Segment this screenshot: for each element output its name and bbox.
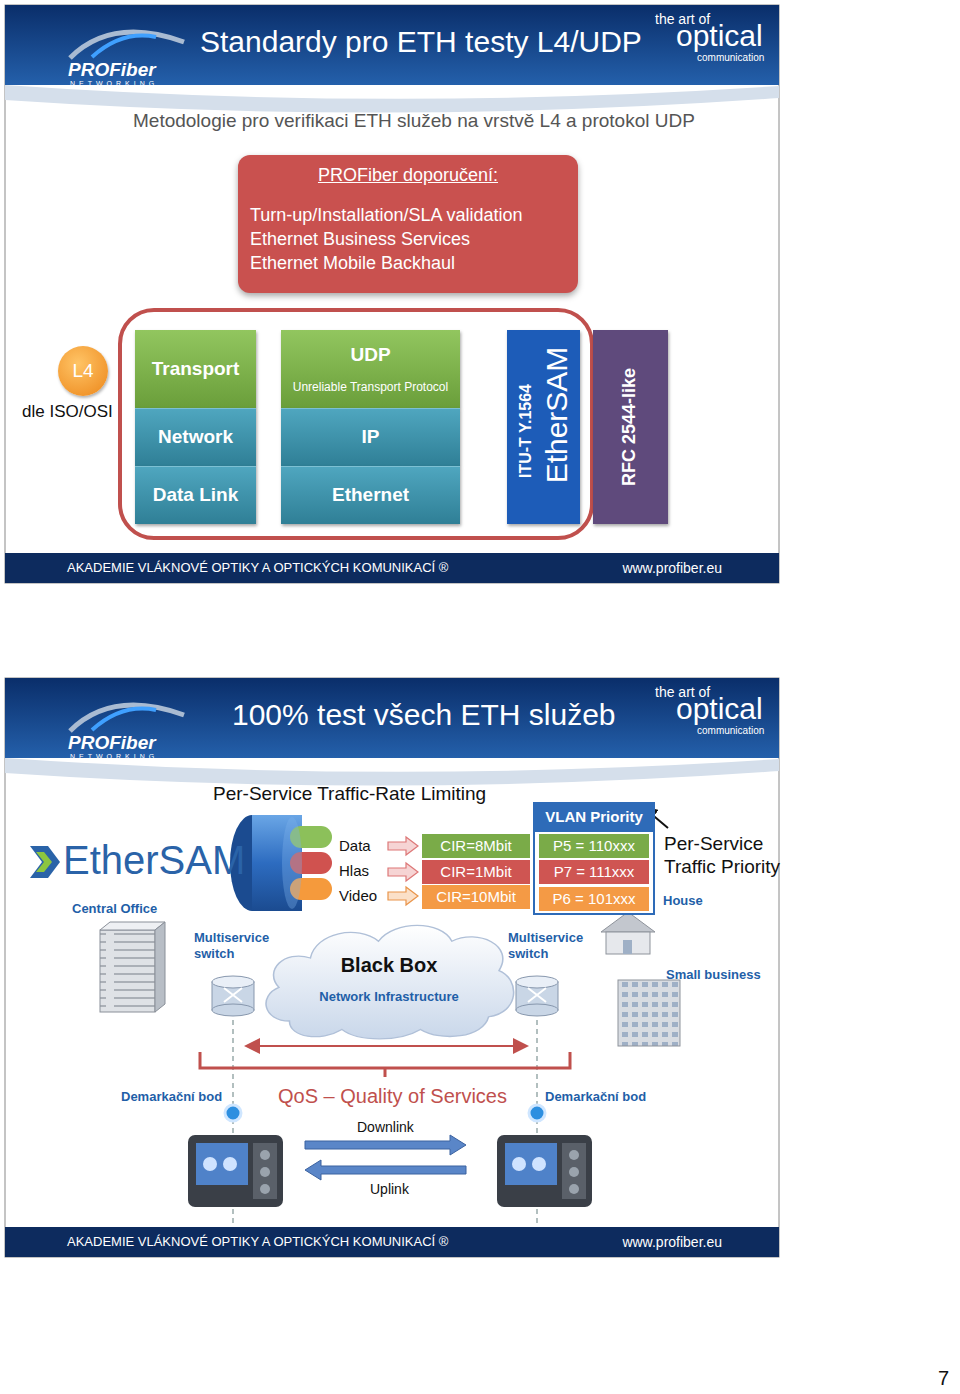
node-text: IP	[362, 426, 380, 449]
device-label: Multiservice switch	[194, 930, 289, 961]
direction-label: Uplink	[370, 1181, 409, 1198]
node-text: Unreliable Transport Protocol	[293, 380, 448, 394]
osi-layer-box: Network	[135, 408, 256, 466]
logo-text: communication	[697, 725, 764, 737]
node-text: 100% test všech ETH služeb	[232, 697, 616, 733]
point-label: Demarkační bod	[545, 1089, 646, 1105]
brand-name: EtherSAM	[63, 836, 245, 884]
site-label: Central Office	[72, 901, 157, 917]
logo-text: optical	[676, 18, 763, 54]
vlan-priority-box: VLAN Priority P5 = 110xxx P7 = 111xxx P6 = …	[533, 802, 655, 915]
service-name: Hlas	[339, 862, 369, 880]
service-name: Video	[339, 887, 377, 905]
node-text: Standardy pro ETH testy L4/UDP	[200, 24, 642, 60]
priority-box: P6 = 101xxx	[539, 887, 649, 911]
protocol-box: UDP Unreliable Transport Protocol	[281, 330, 460, 408]
node-text: P6 = 101xxx	[553, 890, 636, 908]
logo-text: optical	[676, 691, 763, 727]
node-text: Ethernet Mobile Backhaul	[250, 251, 455, 275]
node-text: CIR=10Mbit	[436, 888, 516, 906]
site-label: House	[663, 893, 703, 909]
protocol-box: Ethernet	[281, 466, 460, 524]
point-label: Demarkační bod	[121, 1089, 222, 1105]
cir-box: CIR=1Mbit	[422, 860, 530, 884]
node-text: www.profiber.eu	[622, 560, 722, 577]
node-text: Ethernet	[332, 484, 409, 507]
node-text: AKADEMIE VLÁKNOVÉ OPTIKY A OPTICKÝCH KOM…	[67, 1234, 448, 1250]
node-text: Turn-up/Installation/SLA validation	[250, 203, 523, 227]
cir-box: CIR=10Mbit	[422, 885, 530, 909]
standard-band: RFC 2544-like	[593, 330, 668, 524]
node-text: EtherSAM	[539, 347, 575, 484]
title-band: 100% test všech ETH služeb	[232, 693, 652, 737]
node-text: VLAN Priority	[545, 808, 643, 826]
logo-text: PROFiber	[68, 59, 156, 82]
device-label: Multiservice switch	[508, 930, 603, 961]
section-heading: Per-Service Traffic-Rate Limiting	[213, 783, 486, 806]
node-text: CIR=8Mbit	[440, 837, 511, 855]
node-text: Network	[158, 426, 233, 449]
logo-text: NETWORKING	[70, 753, 158, 761]
priority-box: P7 = 111xxx	[539, 860, 649, 884]
layer-circle: L4	[58, 346, 108, 396]
subtitle: Metodologie pro verifikaci ETH služeb na…	[133, 110, 695, 133]
network-cloud: Black BoxNetwork Infrastructure	[258, 916, 520, 1042]
logo-text: NETWORKING	[70, 80, 158, 88]
cir-box: CIR=8Mbit	[422, 834, 530, 858]
osi-layer-box: Transport	[135, 330, 256, 408]
site-label: Small business	[666, 967, 761, 983]
title-band: Standardy pro ETH testy L4/UDP	[200, 20, 650, 64]
direction-label: Downlink	[357, 1119, 414, 1136]
node-text: UDP	[350, 344, 390, 367]
recommendation-box: PROFiber doporučení: Turn-up/Installation…	[238, 155, 578, 293]
node-text: P7 = 111xxx	[554, 863, 635, 881]
service-name: Data	[339, 837, 371, 855]
node-text: ITU-T Y.1564	[516, 384, 535, 478]
note: dle ISO/OSI	[22, 402, 113, 422]
page-number: 7	[938, 1366, 949, 1390]
node-text: RFC 2544-like	[619, 368, 641, 486]
footer-band: AKADEMIE VLÁKNOVÉ OPTIKY A OPTICKÝCH KOM…	[5, 1227, 779, 1257]
cloud-outline	[258, 916, 520, 1042]
logo-text: communication	[697, 52, 764, 64]
node-text: Network Infrastructure	[319, 989, 458, 1005]
callout: Per-Service Traffic Priority	[664, 832, 804, 878]
node-text: Ethernet Business Services	[250, 227, 470, 251]
node-text: AKADEMIE VLÁKNOVÉ OPTIKY A OPTICKÝCH KOM…	[67, 560, 448, 576]
standard-band: ITU-T Y.1564EtherSAM	[507, 330, 580, 524]
node-text: Transport	[152, 358, 240, 381]
protocol-box: IP	[281, 408, 460, 466]
footer-band: AKADEMIE VLÁKNOVÉ OPTIKY A OPTICKÝCH KOM…	[5, 553, 779, 583]
node-text: PROFiber doporučení:	[318, 165, 498, 187]
logo-text: PROFiber	[68, 732, 156, 755]
node-text: www.profiber.eu	[622, 1234, 722, 1251]
node-text: L4	[72, 360, 93, 383]
node-text: Data Link	[153, 484, 239, 507]
priority-box: P5 = 110xxx	[539, 834, 649, 858]
node-text: Black Box	[341, 953, 438, 977]
node-text: P5 = 110xxx	[553, 837, 635, 855]
node-text: CIR=1Mbit	[440, 863, 511, 881]
qos-label: QoS – Quality of Services	[278, 1084, 507, 1108]
osi-layer-box: Data Link	[135, 466, 256, 524]
